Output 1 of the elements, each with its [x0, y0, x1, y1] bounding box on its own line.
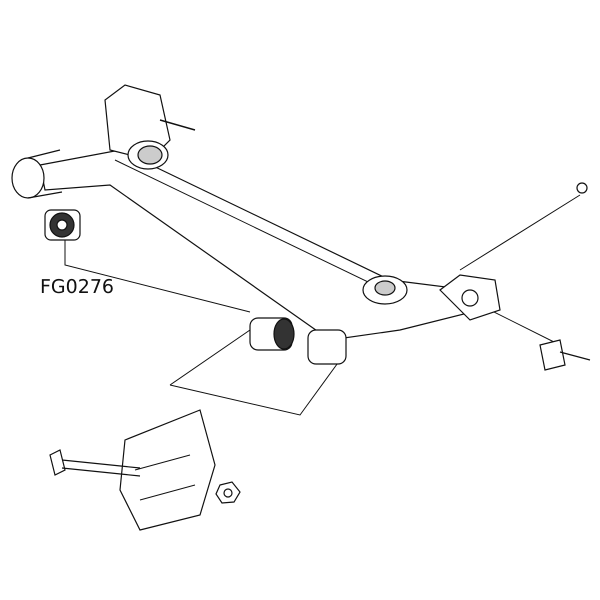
part-number: FG0276	[40, 276, 114, 298]
